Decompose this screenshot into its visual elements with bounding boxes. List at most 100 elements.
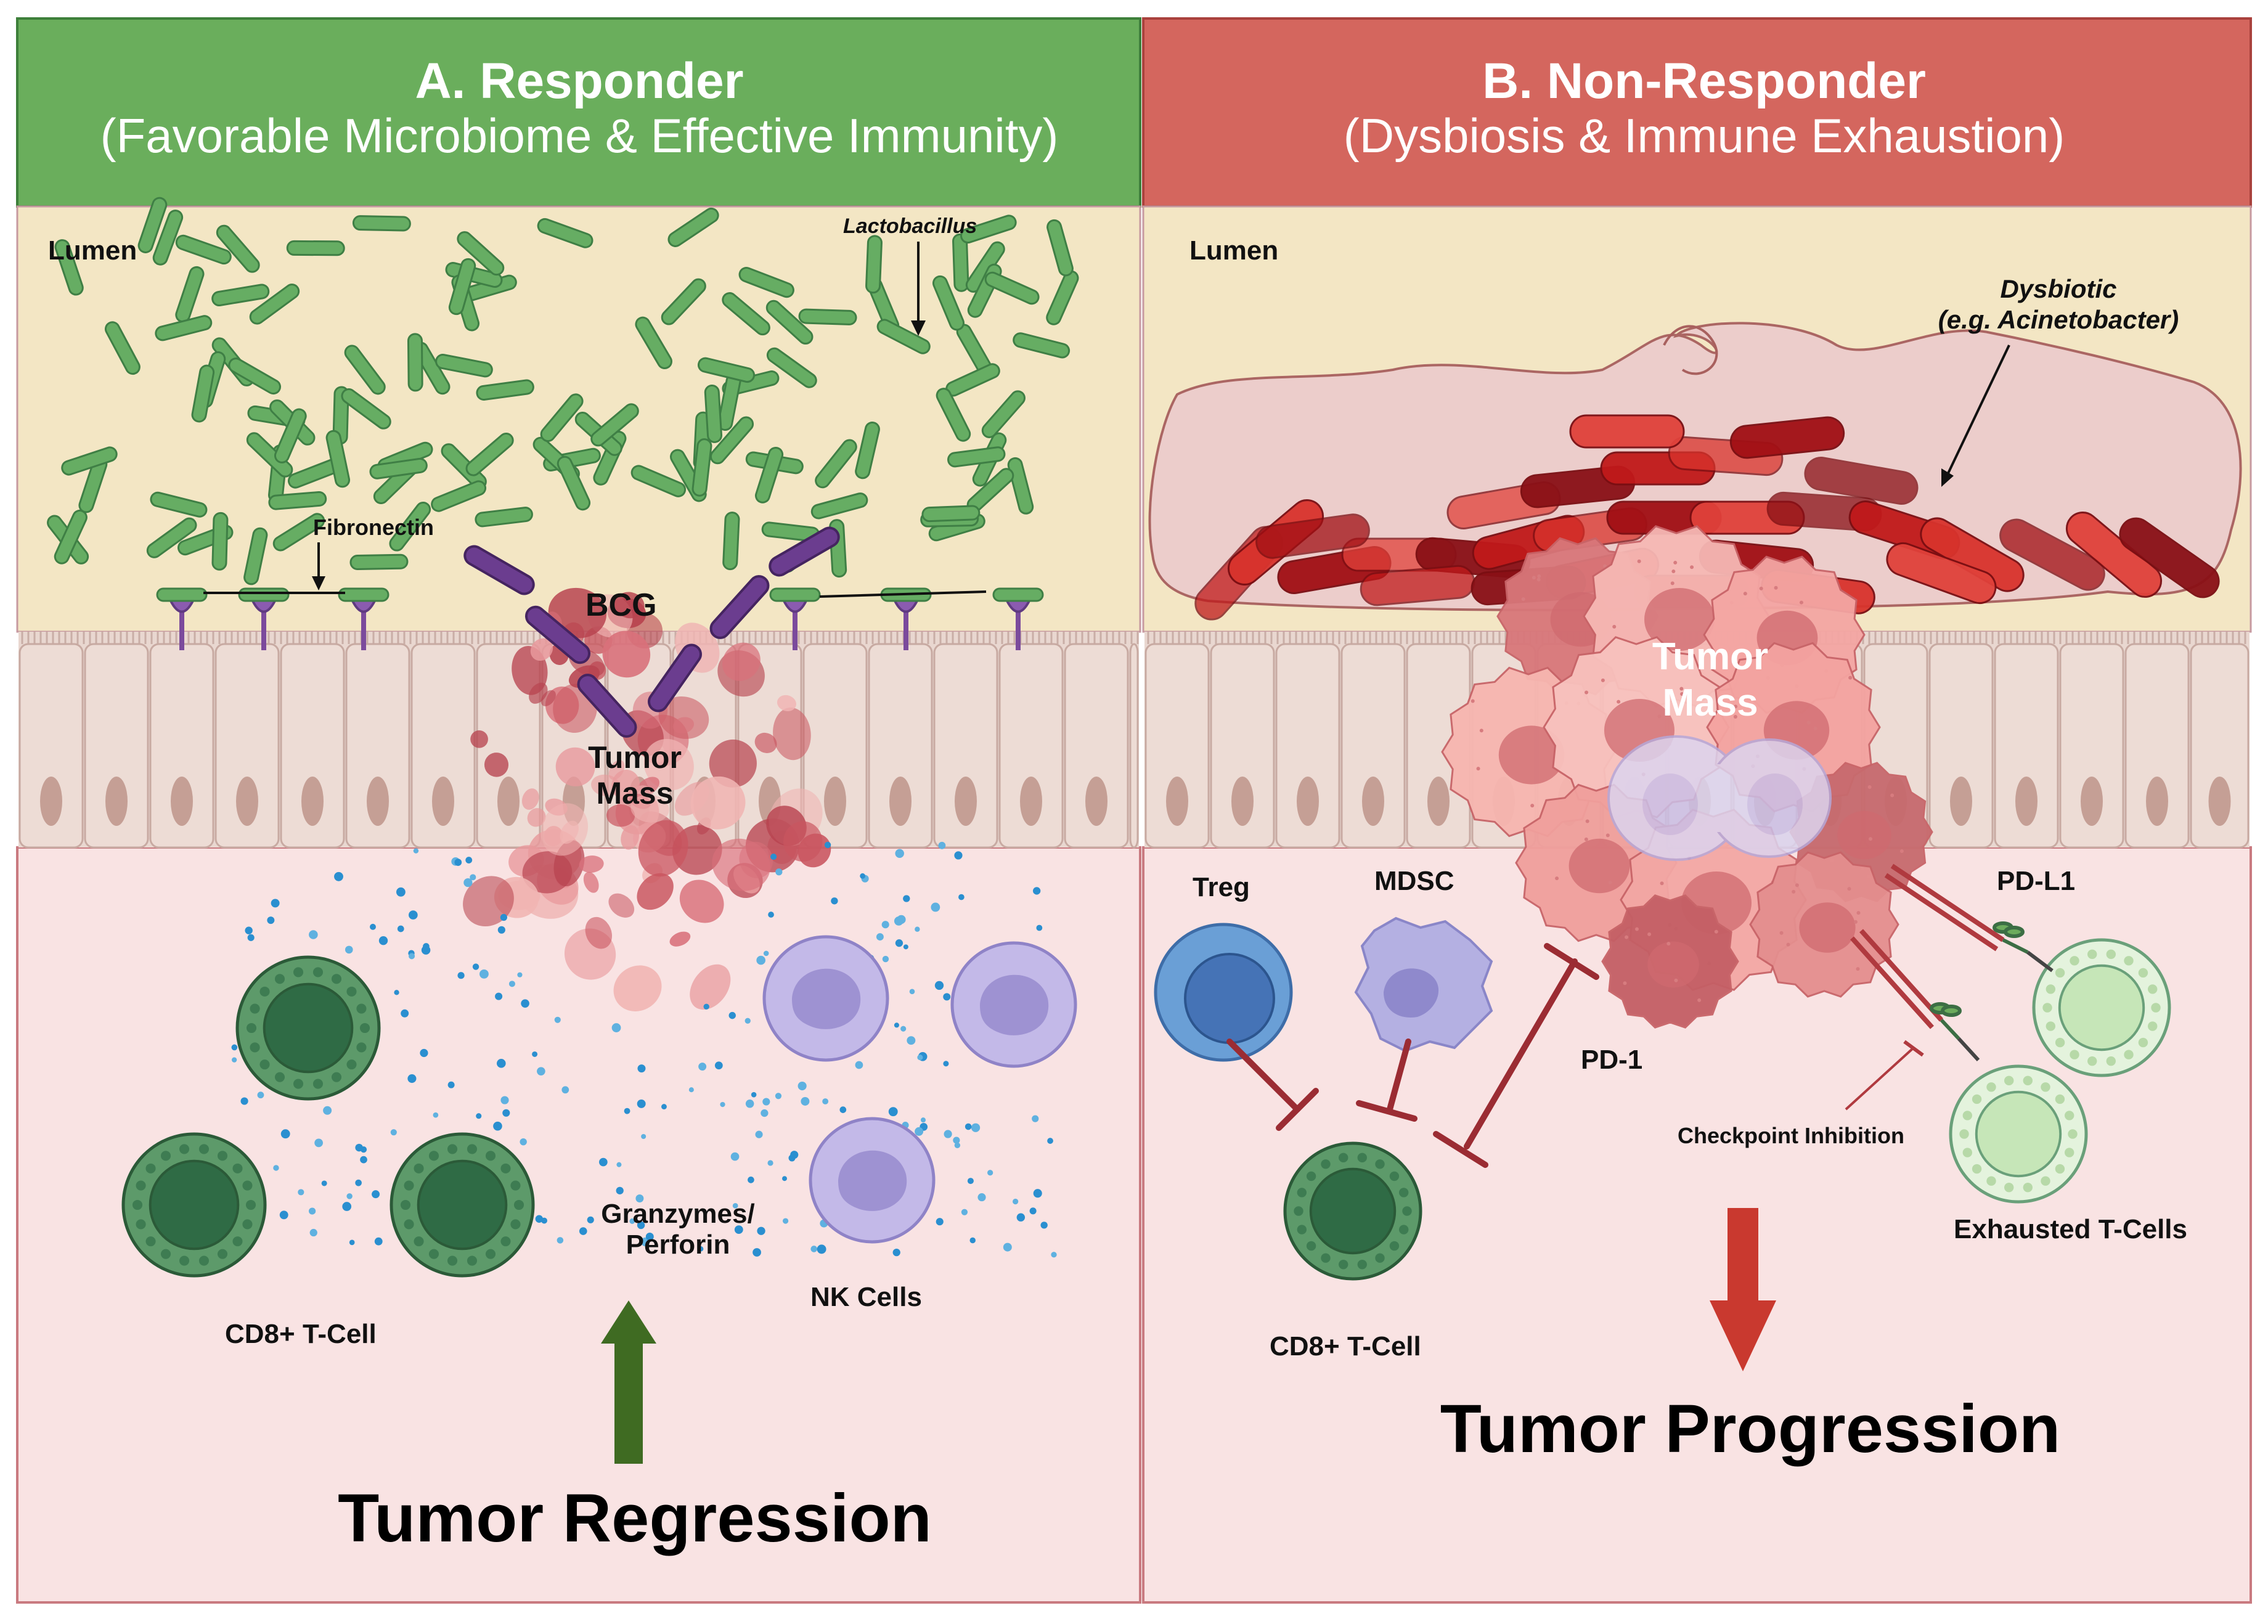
granzyme-dot (824, 841, 831, 849)
granzyme-dot (517, 972, 523, 977)
cd8-t-cell-granule (217, 1249, 228, 1259)
lactobacillus-rod (211, 284, 270, 307)
tumor-fragment (484, 753, 509, 777)
exhausted-t-cell-granule (2070, 1050, 2079, 1059)
dysbiotic-pointer-arrow (1946, 345, 2010, 475)
granzyme-dot (611, 1023, 621, 1032)
granzyme-dot (1051, 1252, 1057, 1258)
cd8-t-cell-granule (1297, 1188, 1307, 1198)
cd8-t-cell-granule (356, 1003, 367, 1014)
exhausted-t-cell-granule (2064, 1148, 2074, 1157)
granzyme-dot (1032, 887, 1041, 895)
granzyme-dot (463, 878, 473, 887)
panel-a-subtitle: (Favorable Microbiome & Effective Immuni… (100, 108, 1059, 163)
granzyme-dot (894, 1022, 899, 1028)
lactobacillus-rod (765, 300, 814, 345)
tumor-cell-nucleus (1568, 838, 1630, 894)
cd8-t-cell-granule (1321, 1253, 1331, 1263)
dividing-cell (1607, 735, 1832, 861)
cd8-t-cell-granule (404, 1180, 414, 1191)
granzyme-dot (390, 1129, 397, 1136)
lactobacillus-rod (704, 384, 723, 443)
lactobacillus-rod (475, 507, 533, 528)
nk-cell-nucleus (792, 968, 861, 1029)
tumor-cell-dot (1743, 592, 1747, 596)
granzyme-dot (1036, 924, 1043, 931)
pd-l1-receptors (1930, 921, 2054, 1062)
tumor-cell-dot (1899, 849, 1904, 854)
granzyme-dot (535, 1215, 544, 1223)
tumor-fragment (585, 916, 613, 949)
panel-a-lumen-label: Lumen (48, 235, 137, 266)
lactobacillus-rod (876, 319, 931, 354)
epithelial-nucleus (105, 777, 128, 826)
lactobacillus-rod (349, 553, 409, 571)
cd8-t-cell-granule (428, 1249, 439, 1259)
tumor-fragment (555, 747, 595, 786)
pd-l1-interactions (1850, 863, 2005, 1029)
granzyme-dot (958, 894, 965, 900)
tumor-cell-dot (1674, 978, 1678, 982)
granzyme-dot (413, 848, 419, 854)
lactobacillus-rod (722, 512, 740, 571)
progression-down-arrow (1710, 1208, 1776, 1371)
tumor-fragment (754, 732, 777, 753)
granzyme-dot (267, 916, 275, 924)
tumor-cell-dot (1617, 700, 1621, 704)
checkpoint-inhibition-label: Checkpoint Inhibition (1678, 1123, 1904, 1148)
lactobacillus-rod (1007, 457, 1034, 515)
granzyme-dot (788, 1154, 796, 1162)
tumor-cell-dot (1585, 819, 1589, 823)
granzyme-dot (881, 921, 889, 929)
tumor-fragment (783, 821, 823, 862)
pd-l1-label: PD-L1 (1997, 866, 2076, 896)
cd8-t-cell-granule (467, 1144, 478, 1154)
cd8-t-cell-granule (160, 1151, 171, 1161)
tumor-fragment (527, 808, 546, 827)
granzyme-dot (909, 989, 915, 995)
epithelial-cell (84, 643, 149, 849)
epithelial-nucleus (1362, 777, 1384, 826)
cd8-t-cell-nucleus (417, 1159, 508, 1251)
granzyme-dot (775, 868, 783, 876)
granzyme-dot (360, 1156, 367, 1164)
lactobacillus-rod (325, 430, 351, 488)
lactobacillus-rod (590, 403, 639, 447)
granzyme-dot (457, 972, 465, 979)
cd8-t-cell-granule (414, 1236, 424, 1247)
granzyme-dot (782, 1218, 789, 1224)
epithelial-cell (18, 643, 84, 849)
tumor-fragment (602, 630, 651, 678)
bcg-rod (524, 605, 591, 664)
exhausted-t-cell-granule (2041, 1082, 2050, 1092)
epithelial-cell (345, 643, 410, 849)
exhausted-t-cell-granule (2055, 968, 2065, 978)
tumor-cell-dot (1671, 569, 1676, 574)
granzyme-dot (541, 1217, 548, 1224)
cd8-t-cell-granule (510, 1219, 521, 1230)
tumor-fragment (637, 873, 674, 910)
epithelial-nucleus (1085, 777, 1107, 826)
granzyme-dot (775, 1093, 782, 1100)
granzyme-dot (508, 981, 515, 987)
tumor-cell-dot (1759, 586, 1763, 590)
granzyme-dot (954, 851, 963, 860)
granzyme-dot (1013, 1198, 1019, 1205)
tumor-cell-dot (1647, 932, 1652, 936)
fibronectin-link (819, 590, 987, 598)
exhausted-t-cell-granule (2068, 1129, 2078, 1139)
cd8-t-cell-granule (1402, 1206, 1412, 1216)
tumor-cell-dot (1532, 576, 1536, 580)
tumor-fragment (540, 690, 556, 706)
epithelial-nucleus (824, 777, 846, 826)
cd8-t-cell-granule (293, 1079, 304, 1089)
cd8-t-cell-granule (198, 1255, 210, 1266)
lactobacillus-rod (691, 438, 712, 497)
lactobacillus-rod (738, 267, 794, 298)
lactobacillus-rod (630, 465, 687, 497)
epithelial-nucleus (432, 777, 454, 826)
cd8-t-cell-granule (274, 974, 285, 984)
acinetobacter-rod (1999, 518, 2105, 591)
tumor-cell-dot (1890, 793, 1895, 798)
lactobacillus-rod (175, 234, 232, 265)
